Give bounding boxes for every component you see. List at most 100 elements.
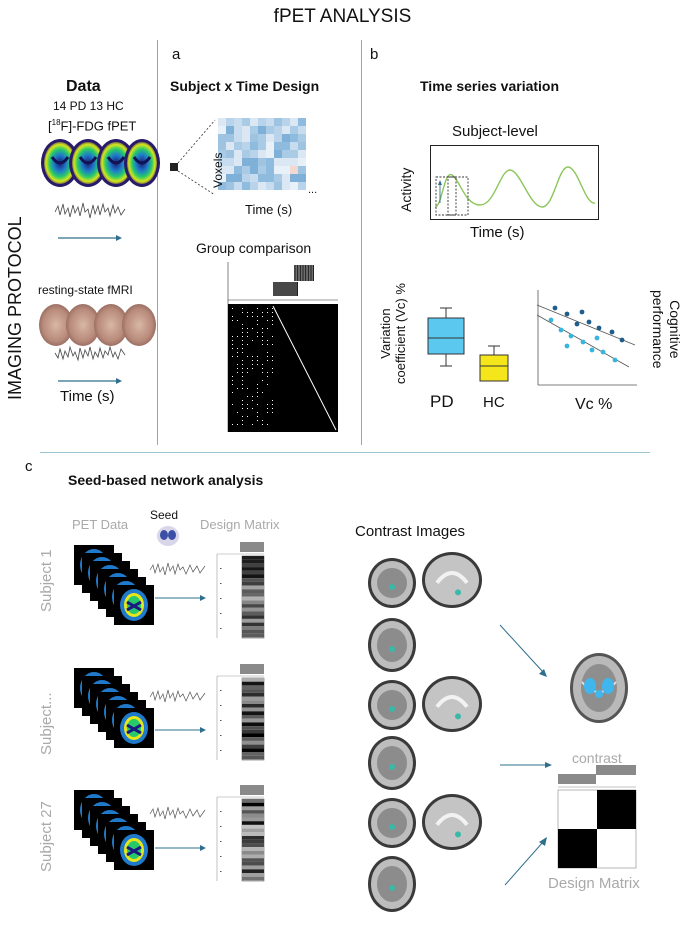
heatmap-cell [298,182,306,190]
design-dot [262,332,263,333]
heatmap-cell [298,118,306,126]
panel-c-heading: Seed-based network analysis [68,472,264,488]
dm-tick [220,841,222,842]
design-dot [242,372,243,373]
design-dot [242,380,243,381]
design-dot [262,420,263,421]
design-dot [272,368,273,369]
design-dot [247,336,248,337]
dm-row [242,722,264,727]
dm-tick [220,735,222,736]
design-dot [272,308,273,309]
heatmap-cell [218,174,226,182]
sagittal-brain [422,794,482,850]
heatmap-cell [266,174,274,182]
dm-row [242,832,264,836]
heatmap-dots: ... [308,184,318,196]
dm-row [242,810,264,814]
design-dot [232,376,233,377]
design-dot [262,392,263,393]
design-dot [257,316,258,317]
design-dot [247,344,248,345]
dm-tick [220,750,222,751]
scatter-point [552,305,558,311]
pd-box [427,317,465,355]
design-dot [272,324,273,325]
dm-row [242,681,264,686]
design-dot [242,400,243,401]
design-dot [247,396,248,397]
brain-slice-icon [124,139,160,187]
subject-level-label: Subject-level [452,123,538,140]
design-dot [237,424,238,425]
heatmap-cell [266,118,274,126]
dm-header [240,664,264,674]
dm-tick [220,856,222,857]
fpet-brain-images [41,139,160,187]
heatmap-cell [282,158,290,166]
heatmap-cell [218,142,226,150]
design-dot [257,388,258,389]
dm-header [240,542,264,552]
scatter-point [548,317,554,323]
design-dot [267,412,268,413]
dm-tick [220,613,222,614]
dm-row [242,718,264,723]
design-dot [242,376,243,377]
fpet-label: [18F]-FDG fPET [48,118,137,134]
protocol-time-label: Time (s) [60,388,115,405]
heatmap-cell [234,182,242,190]
contrast-label: contrast [572,750,622,766]
heatmap-cell [226,174,234,182]
design-dot [252,316,253,317]
design-dot [237,372,238,373]
design-dot [267,356,268,357]
dm-row [242,700,264,704]
heatmap-cell [298,134,306,142]
vc-percent-label: Vc % [575,396,613,413]
heatmap-cell [290,166,298,174]
dm-row [242,618,264,623]
heatmap-cell [282,126,290,134]
design-dot [262,344,263,345]
dm-row [242,685,264,690]
design-dot [262,316,263,317]
design-dot [267,320,268,321]
dm-row [242,563,264,568]
heatmap-cell [234,150,242,158]
brain-blob [389,885,395,891]
axial-brain [368,558,416,608]
dm-row [242,748,264,752]
design-dot [272,404,273,405]
pet-stack-subject-1 [74,545,154,625]
heatmap-cell [226,150,234,158]
design-dot [242,360,243,361]
design-dot [257,396,258,397]
heatmap-cell [298,126,306,134]
design-dot [252,360,253,361]
vc-boxplot [427,307,509,382]
brain-callosum [435,695,469,709]
heatmap-cell [250,166,258,174]
design-dot [262,380,263,381]
heatmap-cell [298,166,306,174]
fmri-brain-images [39,304,156,346]
data-heading: Data [66,78,101,95]
design-dot [237,364,238,365]
brain-slice-icon [97,139,135,187]
pet-data-label: PET Data [72,517,129,532]
dm-row [242,596,264,601]
design-dot [257,404,258,405]
heatmap-cell [290,150,298,158]
design-dot [232,320,233,321]
design-dot [257,384,258,385]
heatmap-cell [258,150,266,158]
design-dot [252,400,253,401]
design-dot [262,340,263,341]
sagittal-brain [422,552,482,608]
design-dot [232,424,233,425]
brain-blob [389,824,395,830]
design-dot [247,312,248,313]
heatmap-cell [234,126,242,134]
dm-row [242,876,264,881]
